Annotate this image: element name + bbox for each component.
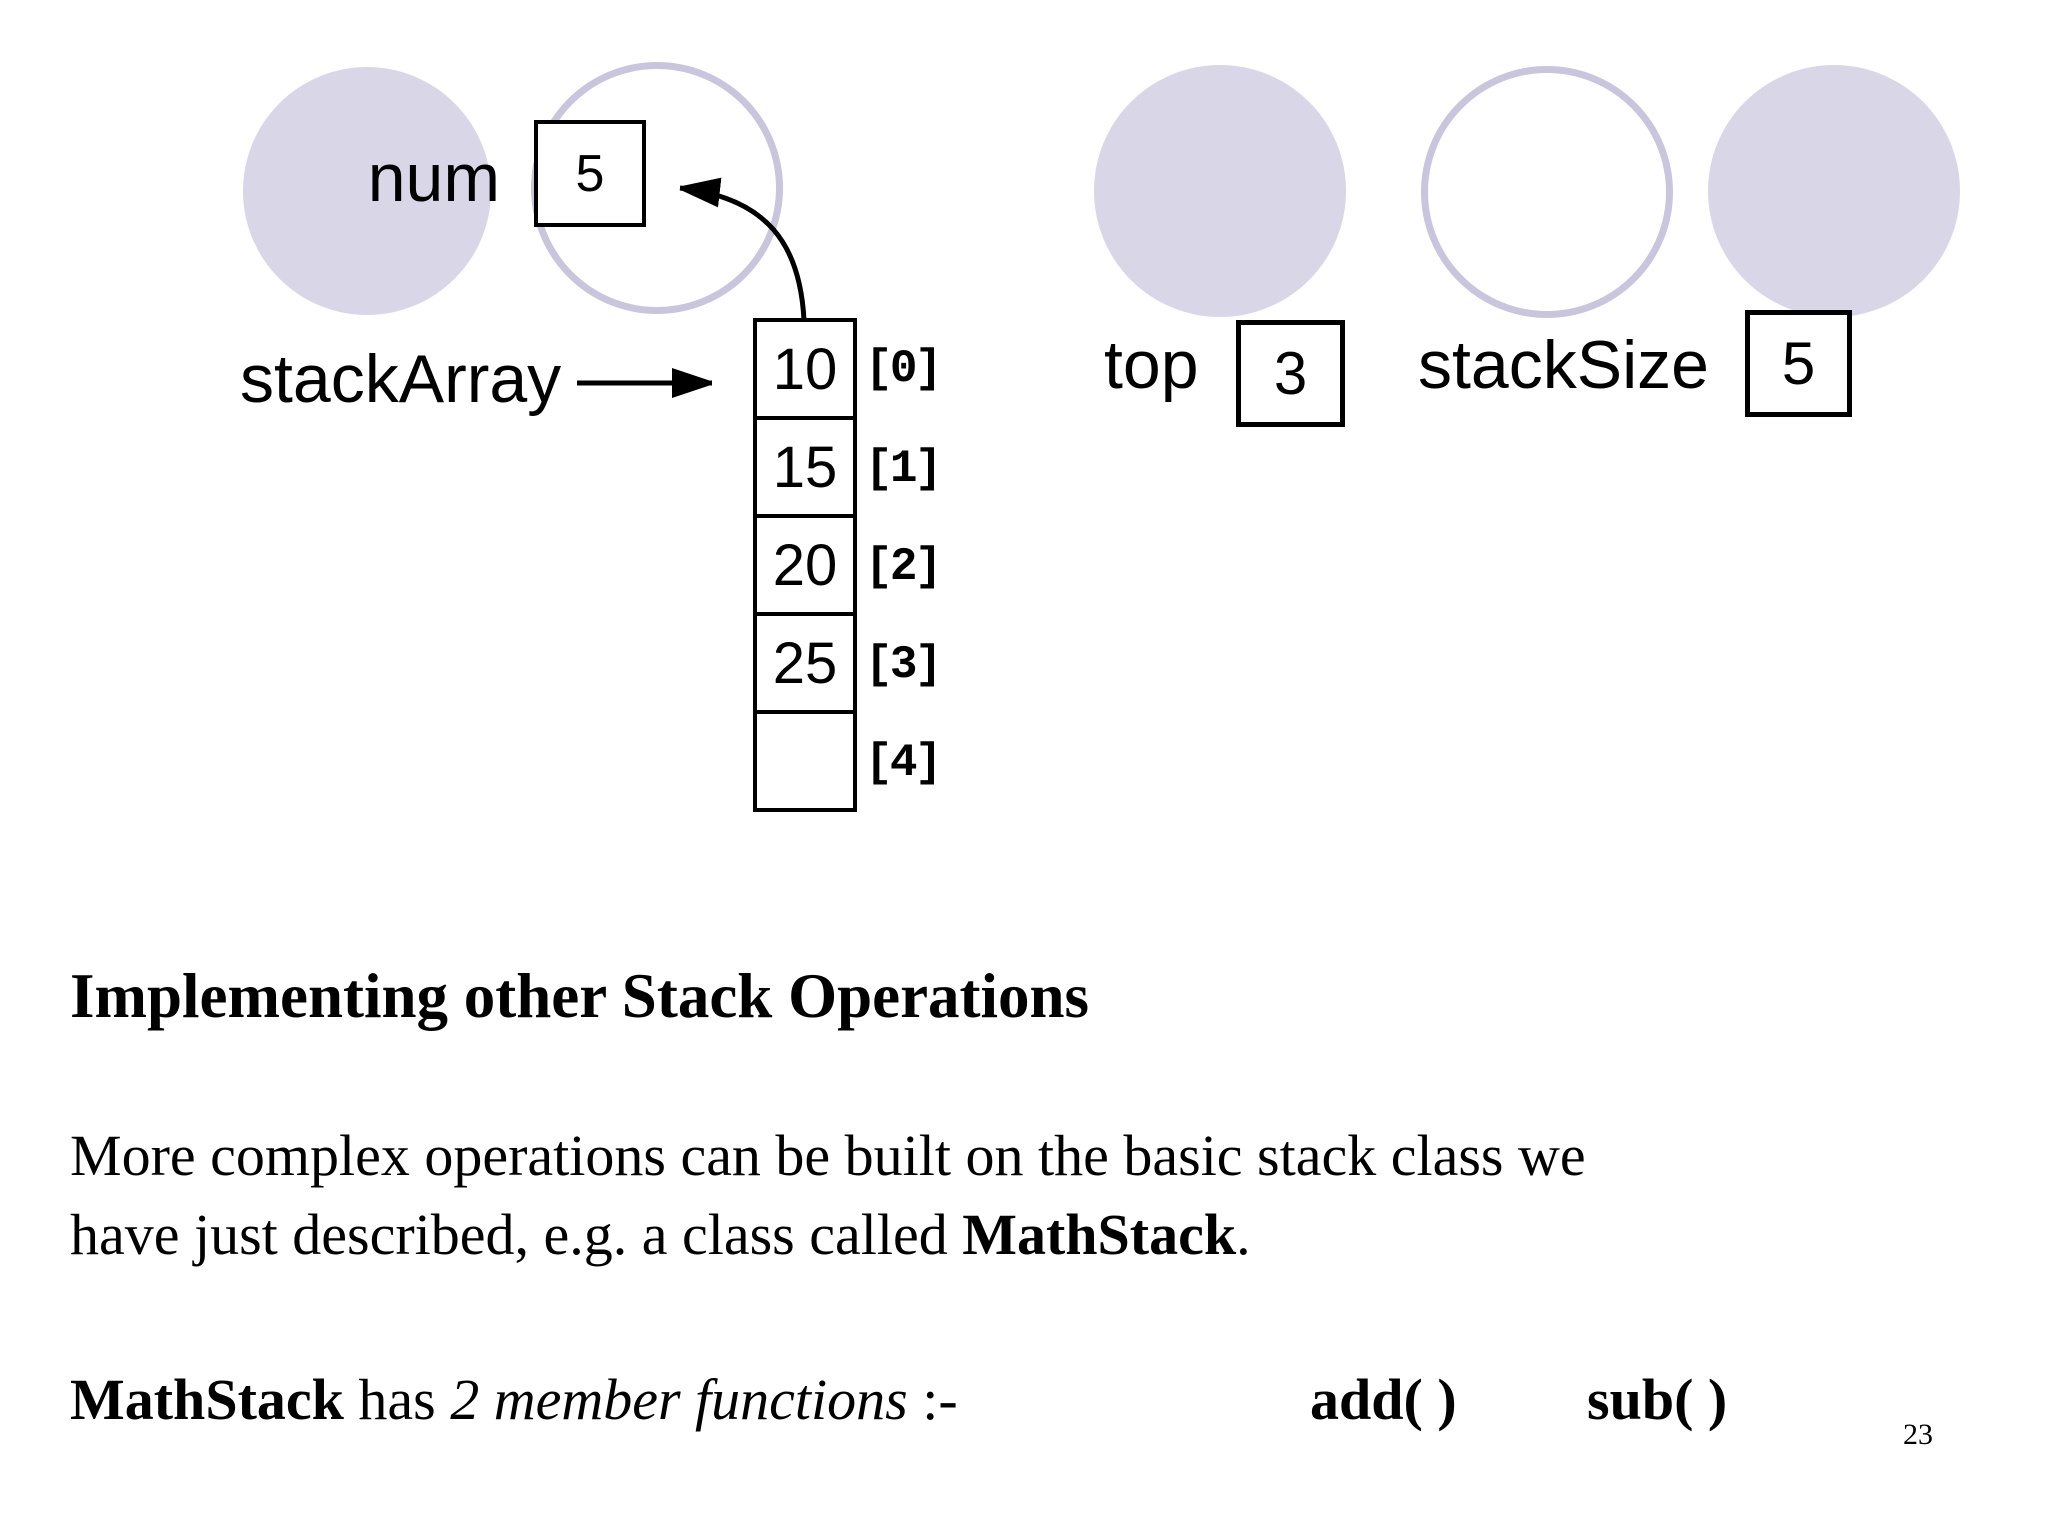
page-number: 23	[1903, 1418, 1933, 1451]
add-function-label: add( )	[1310, 1367, 1457, 1432]
footer-mathstack: MathStack	[70, 1367, 344, 1432]
stack-size-value-box: 5	[1745, 310, 1852, 417]
body-line-2-period: .	[1236, 1202, 1251, 1267]
body-line-2: have just described, e.g. a class called…	[70, 1195, 1586, 1274]
array-cell-4	[753, 710, 857, 812]
body-line-2-text: have just described, e.g. a class called	[70, 1202, 963, 1267]
num-value-box: 5	[534, 120, 646, 227]
stack-size-label: stackSize	[1418, 327, 1709, 403]
array-row-4: [4]	[753, 710, 942, 812]
array-cell-3: 25	[753, 612, 857, 714]
array-index-1: [1]	[865, 443, 942, 495]
footer-line: MathStack has 2 member functions :-	[70, 1366, 958, 1433]
array-cell-2: 20	[753, 514, 857, 616]
body-line-1: More complex operations can be built on …	[70, 1123, 1586, 1188]
memory-circle-filled-2	[1094, 65, 1346, 317]
memory-circle-filled-1	[243, 67, 491, 315]
slide-heading: Implementing other Stack Operations	[70, 961, 1090, 1031]
footer-has: has	[343, 1367, 451, 1432]
array-row-2: 20 [2]	[753, 514, 942, 616]
stack-array: 10 [0] 15 [1] 20 [2] 25 [3] [4]	[753, 318, 942, 812]
body-paragraph: More complex operations can be built on …	[70, 1116, 1586, 1274]
footer-member-functions: 2 member functions	[450, 1367, 908, 1432]
top-label: top	[1104, 327, 1199, 403]
stack-array-label: stackArray	[240, 341, 562, 417]
array-row-0: 10 [0]	[753, 318, 942, 420]
num-label: num	[367, 140, 500, 216]
memory-circle-outline-2	[1421, 66, 1673, 318]
array-index-4: [4]	[865, 737, 942, 789]
array-row-1: 15 [1]	[753, 416, 942, 518]
array-index-0: [0]	[865, 343, 942, 395]
array-index-3: [3]	[865, 639, 942, 691]
stack-size-value: 5	[1781, 330, 1816, 397]
footer-separator: :-	[907, 1367, 958, 1432]
array-cell-1: 15	[753, 416, 857, 518]
top-value: 3	[1273, 340, 1308, 407]
memory-circle-filled-3	[1708, 65, 1960, 317]
array-cell-0: 10	[753, 318, 857, 420]
array-row-3: 25 [3]	[753, 612, 942, 714]
num-value: 5	[575, 144, 605, 203]
sub-function-label: sub( )	[1587, 1367, 1728, 1432]
array-index-2: [2]	[865, 541, 942, 593]
mathstack-name: MathStack	[962, 1202, 1237, 1267]
top-value-box: 3	[1236, 320, 1345, 427]
